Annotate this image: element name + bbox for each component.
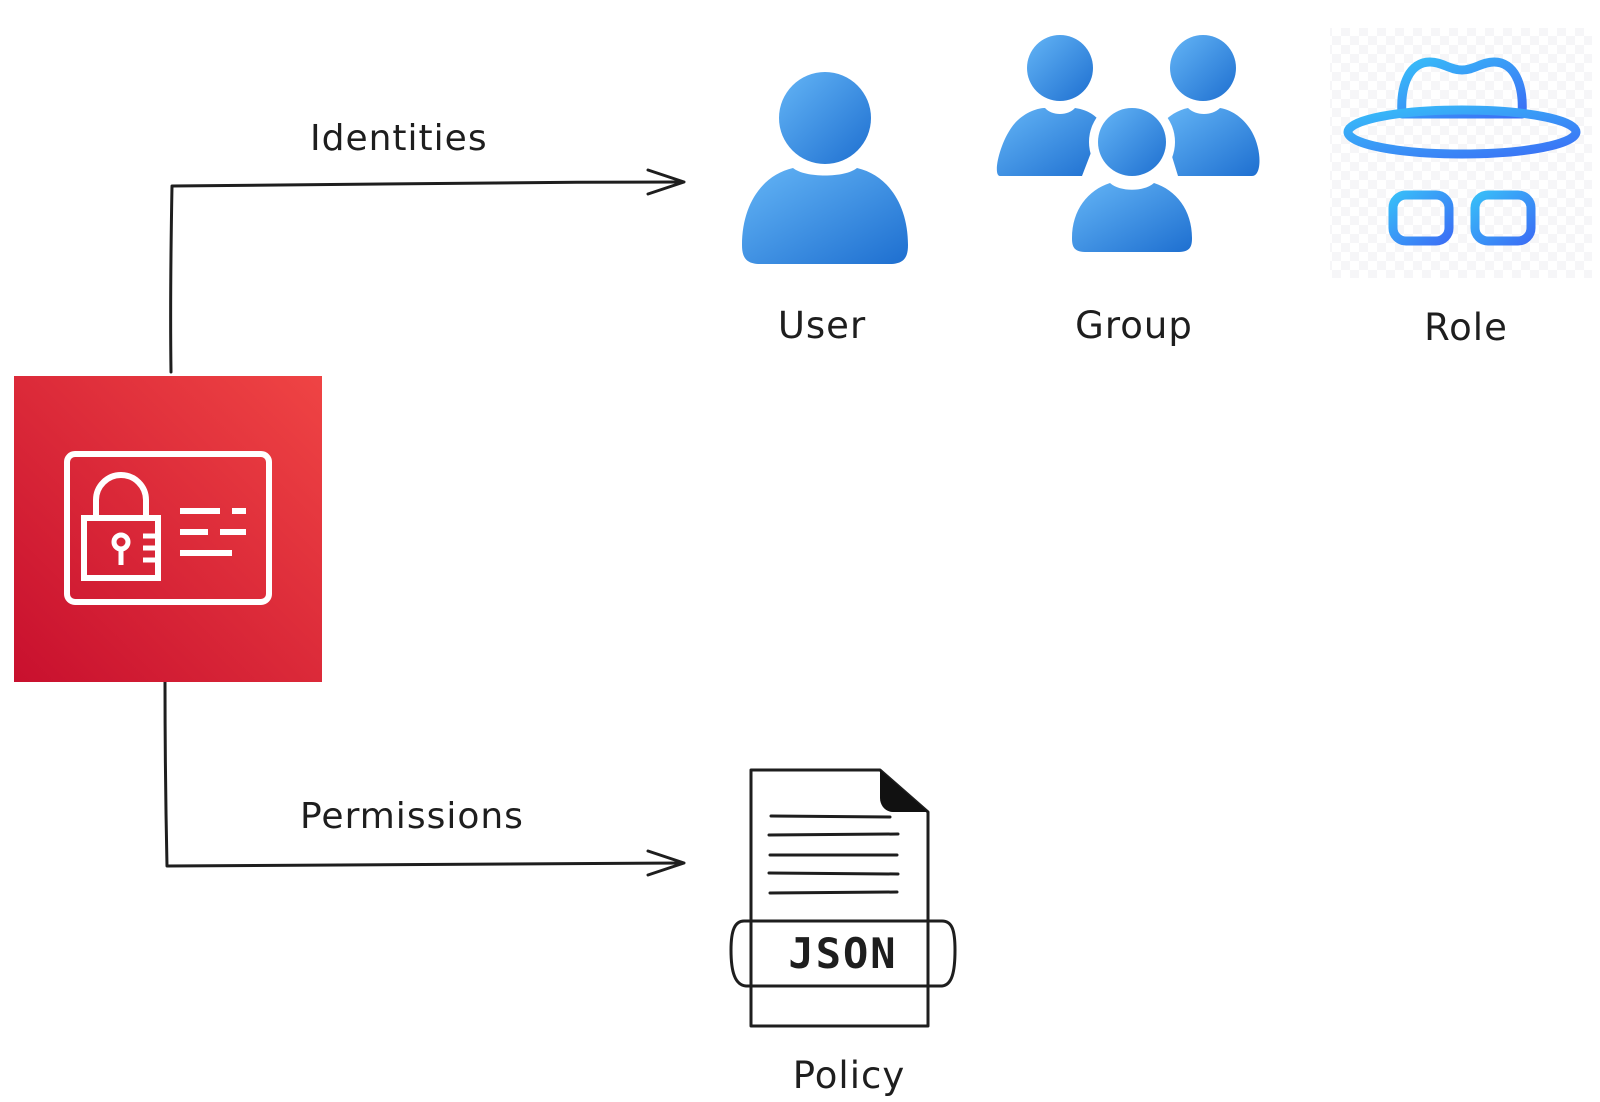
user-icon [742, 72, 908, 264]
iam-identity-card-icon [14, 376, 322, 682]
user-label: User [778, 304, 866, 347]
policy-badge: JSON [788, 929, 897, 978]
policy-label: Policy [793, 1054, 905, 1097]
group-icon [996, 35, 1260, 258]
group-label: Group [1075, 304, 1193, 347]
role-disguise-icon [1330, 28, 1592, 278]
identities-label: Identities [310, 118, 488, 159]
permissions-label: Permissions [300, 796, 524, 837]
identities-connector [169, 168, 686, 374]
policy-document-icon [729, 768, 957, 1028]
role-label: Role [1424, 306, 1508, 349]
permissions-connector [163, 680, 686, 877]
